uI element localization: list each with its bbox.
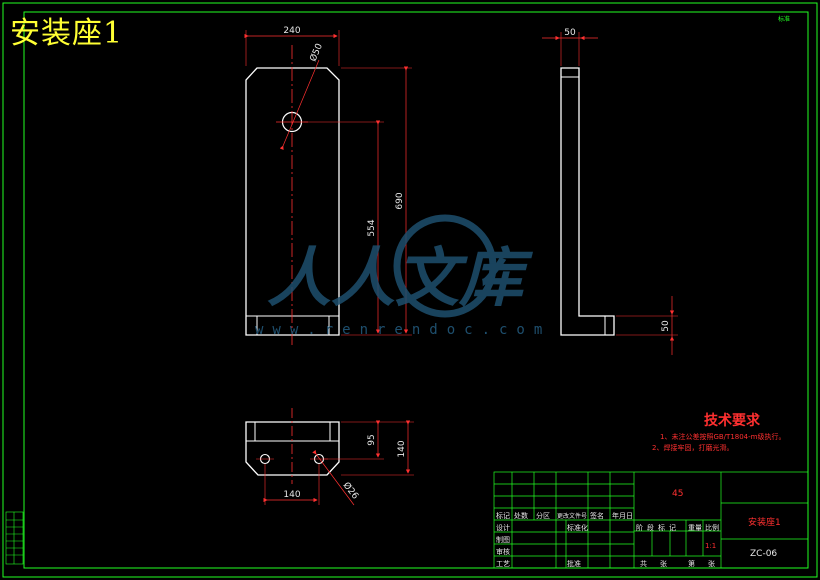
- inner-frame: [23, 11, 809, 569]
- scale-label: 比例: [705, 524, 719, 532]
- stage-label: 阶段标记: [636, 524, 680, 532]
- title-block-scale: 1:1: [705, 542, 717, 550]
- sheet-label: 第: [688, 560, 695, 568]
- dim-hole-diameter: Ø50: [308, 42, 325, 64]
- dim-top-width: 240: [283, 26, 300, 36]
- plan-view: 95 140 140 Ø26: [245, 408, 414, 506]
- title-block: [493, 471, 809, 569]
- rev-label: 标记: [496, 512, 510, 520]
- tech-requirement-item: 2、焊接牢固，打磨光滑。: [652, 444, 734, 452]
- rev-label: 签名: [590, 512, 604, 520]
- plan-view-outline: [245, 421, 340, 476]
- rev-label: 年月日: [612, 512, 633, 520]
- side-view-outline: [560, 67, 615, 336]
- rev-label: 分区: [536, 512, 550, 520]
- dim-plan-hole-depth: 95: [367, 434, 377, 445]
- tech-requirements-title: 技术要求: [704, 413, 760, 429]
- label-drafter: 制图: [496, 536, 510, 544]
- dim-plan-height: 140: [397, 440, 407, 457]
- rev-label: 更改文件号: [557, 513, 588, 520]
- label-designer: 设计: [496, 524, 510, 532]
- corner-mark: 标准: [778, 16, 791, 23]
- title-block-material: 45: [672, 489, 684, 499]
- weight-label: 重量: [688, 524, 702, 532]
- sheet-label: 共: [640, 560, 647, 568]
- watermark-brand: 人人文库: [267, 242, 534, 316]
- front-view-outline: [245, 67, 340, 336]
- watermark-ring: [393, 214, 497, 318]
- watermark-url: www.renrendoc.com: [255, 322, 552, 338]
- dim-plan-hole-spacing: 140: [283, 490, 300, 500]
- title-block-drawing-number: ZC-06: [750, 549, 778, 559]
- sheet-label: 张: [708, 560, 715, 568]
- tech-requirement-item: 1、未注公差按照GB/T1804-m级执行。: [660, 433, 786, 441]
- watermark: 人人文库: [267, 214, 534, 318]
- dim-hole-height: 554: [367, 219, 377, 236]
- drawing-title: 安装座1: [10, 16, 124, 51]
- dim-foot-height: 50: [661, 320, 671, 332]
- label-process: 工艺: [496, 560, 510, 568]
- dim-side-width: 50: [564, 28, 576, 38]
- dim-total-height: 690: [395, 192, 405, 209]
- rev-label: 处数: [514, 512, 528, 520]
- side-view: 50 50: [542, 28, 678, 355]
- label-standardize: 标准化: [567, 524, 588, 532]
- sheet-label: 张: [660, 560, 667, 568]
- binding-strip: [5, 511, 24, 565]
- label-approve: 批准: [567, 560, 581, 568]
- title-block-part-name: 安装座1: [748, 518, 781, 528]
- label-reviewer: 审核: [496, 548, 510, 556]
